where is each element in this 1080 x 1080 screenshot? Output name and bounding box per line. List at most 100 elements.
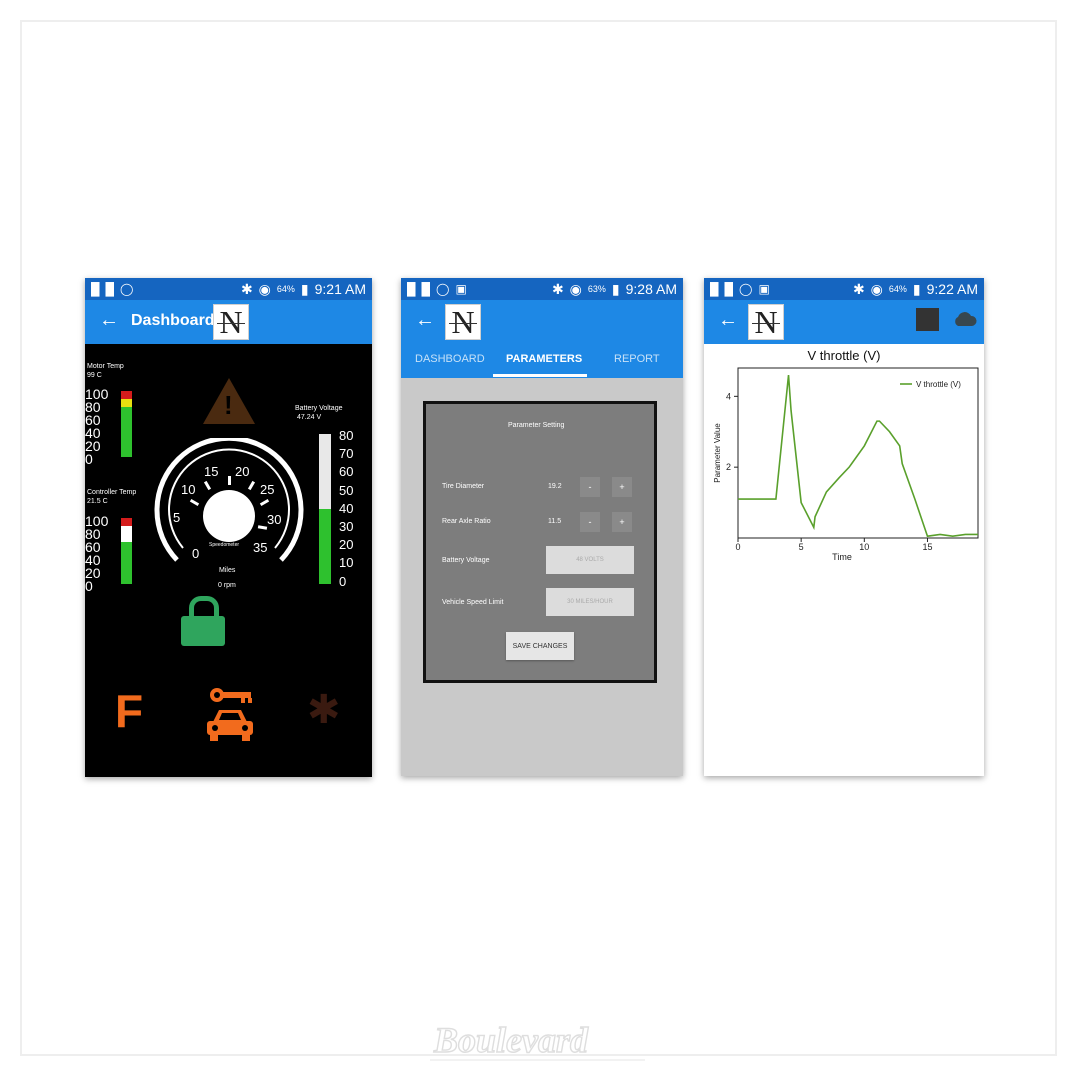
clock: 9:21 AM [314, 281, 366, 297]
cloud-icon[interactable] [952, 309, 978, 329]
logo: N [445, 304, 481, 340]
tire-diameter-value: 19.2 [548, 483, 562, 490]
notification-icon: █ [421, 282, 431, 296]
speed-units: Miles [219, 567, 236, 574]
outer-frame [20, 20, 1057, 1056]
tire-diameter-minus-button[interactable]: - [580, 477, 600, 497]
report-screen: █ █ ◯ ▣ ✱ ◉ 64% ▮ 9:22 AM ← N V throttle… [704, 278, 984, 776]
unlock-icon[interactable] [189, 596, 219, 623]
speed-tick-20: 20 [235, 464, 250, 479]
legend-label: V throttle (V) [916, 380, 961, 389]
battery-voltage-param-label: Battery Voltage [442, 557, 490, 564]
tire-diameter-plus-button[interactable]: + [612, 477, 632, 497]
x-tick-label: 10 [859, 542, 869, 552]
battery-voltage-field[interactable]: 48 VOLTS [546, 546, 634, 574]
speed-limit-field[interactable]: 30 MILES/HOUR [546, 588, 634, 616]
bluetooth-status-icon: ✱ [852, 280, 865, 297]
status-bar: █ █ ◯ ▣ ✱ ◉ 63% ▮ 9:28 AM [401, 278, 683, 300]
battery-icon: ▮ [611, 280, 620, 297]
clock: 9:22 AM [926, 281, 978, 297]
save-changes-button[interactable]: SAVE CHANGES [506, 632, 574, 660]
app-bar: ← Dashboard N [85, 300, 372, 344]
speed-limit-label: Vehicle Speed Limit [442, 599, 504, 606]
status-bar: █ █ ◯ ✱ ◉ 64% ▮ 9:21 AM [85, 278, 372, 300]
x-tick-label: 0 [735, 542, 740, 552]
arrow-left-icon[interactable]: ← [99, 309, 119, 331]
notification-icon: █ [105, 282, 115, 296]
warning-exclamation: ! [224, 390, 233, 420]
dashboard-screen: █ █ ◯ ✱ ◉ 64% ▮ 9:21 AM ← Dashboard N Mo… [85, 278, 372, 777]
shield-icon: ◯ [120, 282, 134, 296]
notification-icon: █ [710, 282, 719, 296]
tab-parameters[interactable]: PARAMETERS [506, 353, 583, 365]
tab-bar: DASHBOARD PARAMETERS REPORT [401, 344, 683, 378]
svg-text:Boulevard: Boulevard [433, 1020, 589, 1060]
speed-tick-5: 5 [173, 510, 181, 525]
tab-dashboard[interactable]: DASHBOARD [415, 353, 485, 365]
logo: N [213, 304, 249, 340]
car-key-icon[interactable] [203, 686, 257, 744]
status-bar: █ █ ◯ ▣ ✱ ◉ 64% ▮ 9:22 AM [704, 278, 984, 300]
battery-percent: 63% [587, 284, 606, 294]
tab-report[interactable]: REPORT [614, 353, 660, 365]
boulevard-logo-watermark: Boulevard [430, 1019, 645, 1061]
rear-axle-value: 11.5 [548, 518, 562, 525]
notification-icon: █ [91, 282, 100, 296]
image-icon: ▣ [455, 282, 467, 296]
bluetooth-status-icon: ✱ [551, 280, 564, 297]
image-icon: ▣ [758, 282, 770, 296]
x-tick-label: 15 [922, 542, 932, 552]
notification-icon: █ [407, 282, 416, 296]
series-line [738, 375, 978, 538]
rpm-readout: 0 rpm [218, 582, 236, 589]
rear-axle-minus-button[interactable]: - [580, 512, 600, 532]
rear-axle-plus-button[interactable]: + [612, 512, 632, 532]
page-title: Dashboard [131, 312, 215, 329]
parameters-screen: █ █ ◯ ▣ ✱ ◉ 63% ▮ 9:28 AM ← N DASHBOARD … [401, 278, 683, 776]
motor-temp-bar [121, 391, 132, 457]
panel-title: Parameter Setting [508, 422, 565, 429]
notification-icon: █ [724, 282, 734, 296]
arrow-left-icon[interactable]: ← [718, 309, 738, 331]
warning-icon [203, 378, 255, 424]
speedometer-hub [203, 490, 255, 542]
bluetooth-icon[interactable]: ✱ [307, 688, 341, 732]
battery-voltage-fill [319, 509, 331, 584]
speed-tick-10: 10 [181, 482, 196, 497]
speed-tick-25: 25 [260, 482, 275, 497]
rear-axle-label: Rear Axle Ratio [442, 518, 491, 525]
battery-percent: 64% [888, 284, 907, 294]
speed-tick-0: 0 [192, 546, 200, 561]
speedometer-dial [154, 438, 304, 562]
y-axis-label: Parameter Value [713, 423, 722, 483]
battery-percent: 64% [276, 284, 295, 294]
speed-tick-15: 15 [204, 464, 219, 479]
x-tick-label: 5 [799, 542, 804, 552]
speedometer-caption: Speedometer [209, 542, 240, 548]
arrow-left-icon[interactable]: ← [415, 309, 435, 331]
y-tick-label: 4 [726, 391, 731, 401]
y-tick-label: 2 [726, 462, 731, 472]
bluetooth-status-icon: ✱ [240, 280, 253, 297]
f-gear-icon[interactable]: F [115, 685, 144, 737]
app-bar: ← N [704, 300, 984, 344]
stop-icon[interactable] [916, 308, 939, 331]
controller-temp-label: Controller Temp 21.5 C [87, 489, 137, 505]
app-bar: ← N [401, 300, 683, 344]
chart-title: V throttle (V) [807, 348, 881, 363]
wifi-icon: ◉ [258, 280, 271, 297]
controller-temp-bar [121, 518, 132, 584]
unlock-icon-body[interactable] [181, 616, 225, 646]
tire-diameter-label: Tire Diameter [442, 483, 485, 490]
shield-icon: ◯ [436, 282, 450, 296]
wifi-icon: ◉ [569, 280, 582, 297]
plot-frame [737, 367, 979, 539]
logo: N [748, 304, 784, 340]
wifi-icon: ◉ [870, 280, 883, 297]
parameter-panel: Parameter Setting Tire Diameter 19.2 - +… [423, 401, 657, 683]
battery-voltage-bar [319, 434, 331, 584]
